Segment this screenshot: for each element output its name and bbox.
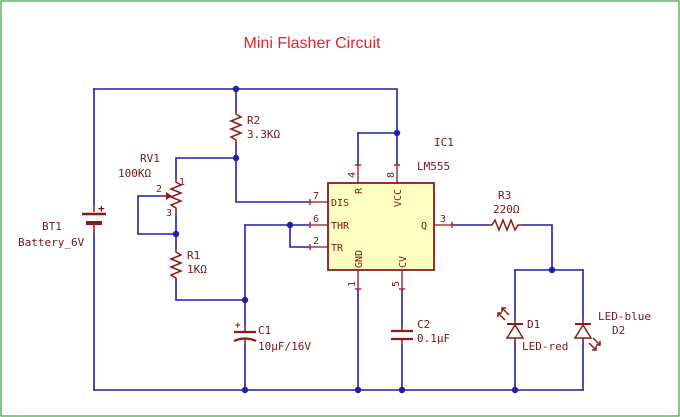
led-d2: LED-blue D2	[573, 310, 651, 351]
pin-num-r: 4	[347, 172, 358, 178]
c2-value: 0.1µF	[417, 332, 450, 345]
c1-plus-sign: +	[235, 321, 241, 331]
ic1-lm555: 7 6 2 3 4 8 1 5 DIS THR TR Q R VCC GND C…	[309, 136, 454, 290]
rv1-value: 100KΩ	[118, 167, 151, 180]
r2-value: 3.3KΩ	[247, 128, 280, 141]
d1-ref: D1	[527, 318, 540, 331]
pin-num-tr: 2	[313, 236, 319, 247]
pin-label-gnd: GND	[354, 250, 365, 268]
battery-plus-sign: +	[98, 202, 105, 215]
pin-label-r: R	[354, 187, 365, 194]
resistor-r2: R2 3.3KΩ	[228, 110, 280, 143]
junctions	[172, 85, 556, 394]
pin-num-dis: 7	[313, 191, 319, 202]
wires	[93, 88, 584, 391]
pin-label-dis: DIS	[331, 198, 349, 209]
pin-label-thr: THR	[331, 221, 350, 232]
pin-num-cv: 5	[391, 281, 402, 287]
capacitor-c1: + C1 10µF/16V	[233, 321, 311, 353]
rv1-pin-1: 1	[179, 177, 185, 188]
rv1-ref: RV1	[140, 152, 160, 165]
r3-ref: R3	[498, 189, 511, 202]
diagram-title: Mini Flasher Circuit	[244, 35, 381, 52]
resistor-r1: R1 1KΩ	[168, 248, 207, 280]
led-d1: D1 LED-red	[497, 307, 568, 353]
rv1-pin-3: 3	[166, 208, 172, 219]
ic1-ref: IC1	[434, 136, 454, 149]
r2-ref: R2	[247, 114, 260, 127]
battery-bt1: + BT1 Battery_6V	[18, 202, 106, 249]
pin-label-q: Q	[421, 221, 427, 232]
d2-ref: D2	[612, 324, 625, 337]
battery-value: Battery_6V	[18, 236, 85, 249]
pin-num-q: 3	[440, 214, 446, 225]
c1-value: 10µF/16V	[258, 340, 311, 353]
d1-value: LED-red	[522, 340, 568, 353]
battery-ref: BT1	[42, 220, 62, 233]
potentiometer-rv1: 1 2 3 RV1 100KΩ	[118, 152, 185, 219]
pin-num-thr: 6	[313, 214, 319, 225]
pin-num-gnd: 1	[347, 281, 358, 287]
pin-num-vcc: 8	[386, 172, 397, 178]
r3-value: 220Ω	[493, 203, 520, 216]
r1-value: 1KΩ	[187, 263, 207, 276]
resistor-r3: R3 220Ω	[488, 189, 524, 233]
pin-label-cv: CV	[398, 256, 409, 268]
r1-ref: R1	[187, 249, 200, 262]
c1-ref: C1	[258, 324, 271, 337]
rv1-pin-2: 2	[156, 184, 162, 195]
c2-ref: C2	[417, 318, 430, 331]
ic1-value: LM555	[417, 160, 450, 173]
capacitor-c2: C2 0.1µF	[391, 318, 450, 345]
d2-value: LED-blue	[598, 310, 651, 323]
pin-label-vcc: VCC	[393, 189, 404, 207]
pin-label-tr: TR	[331, 243, 344, 254]
